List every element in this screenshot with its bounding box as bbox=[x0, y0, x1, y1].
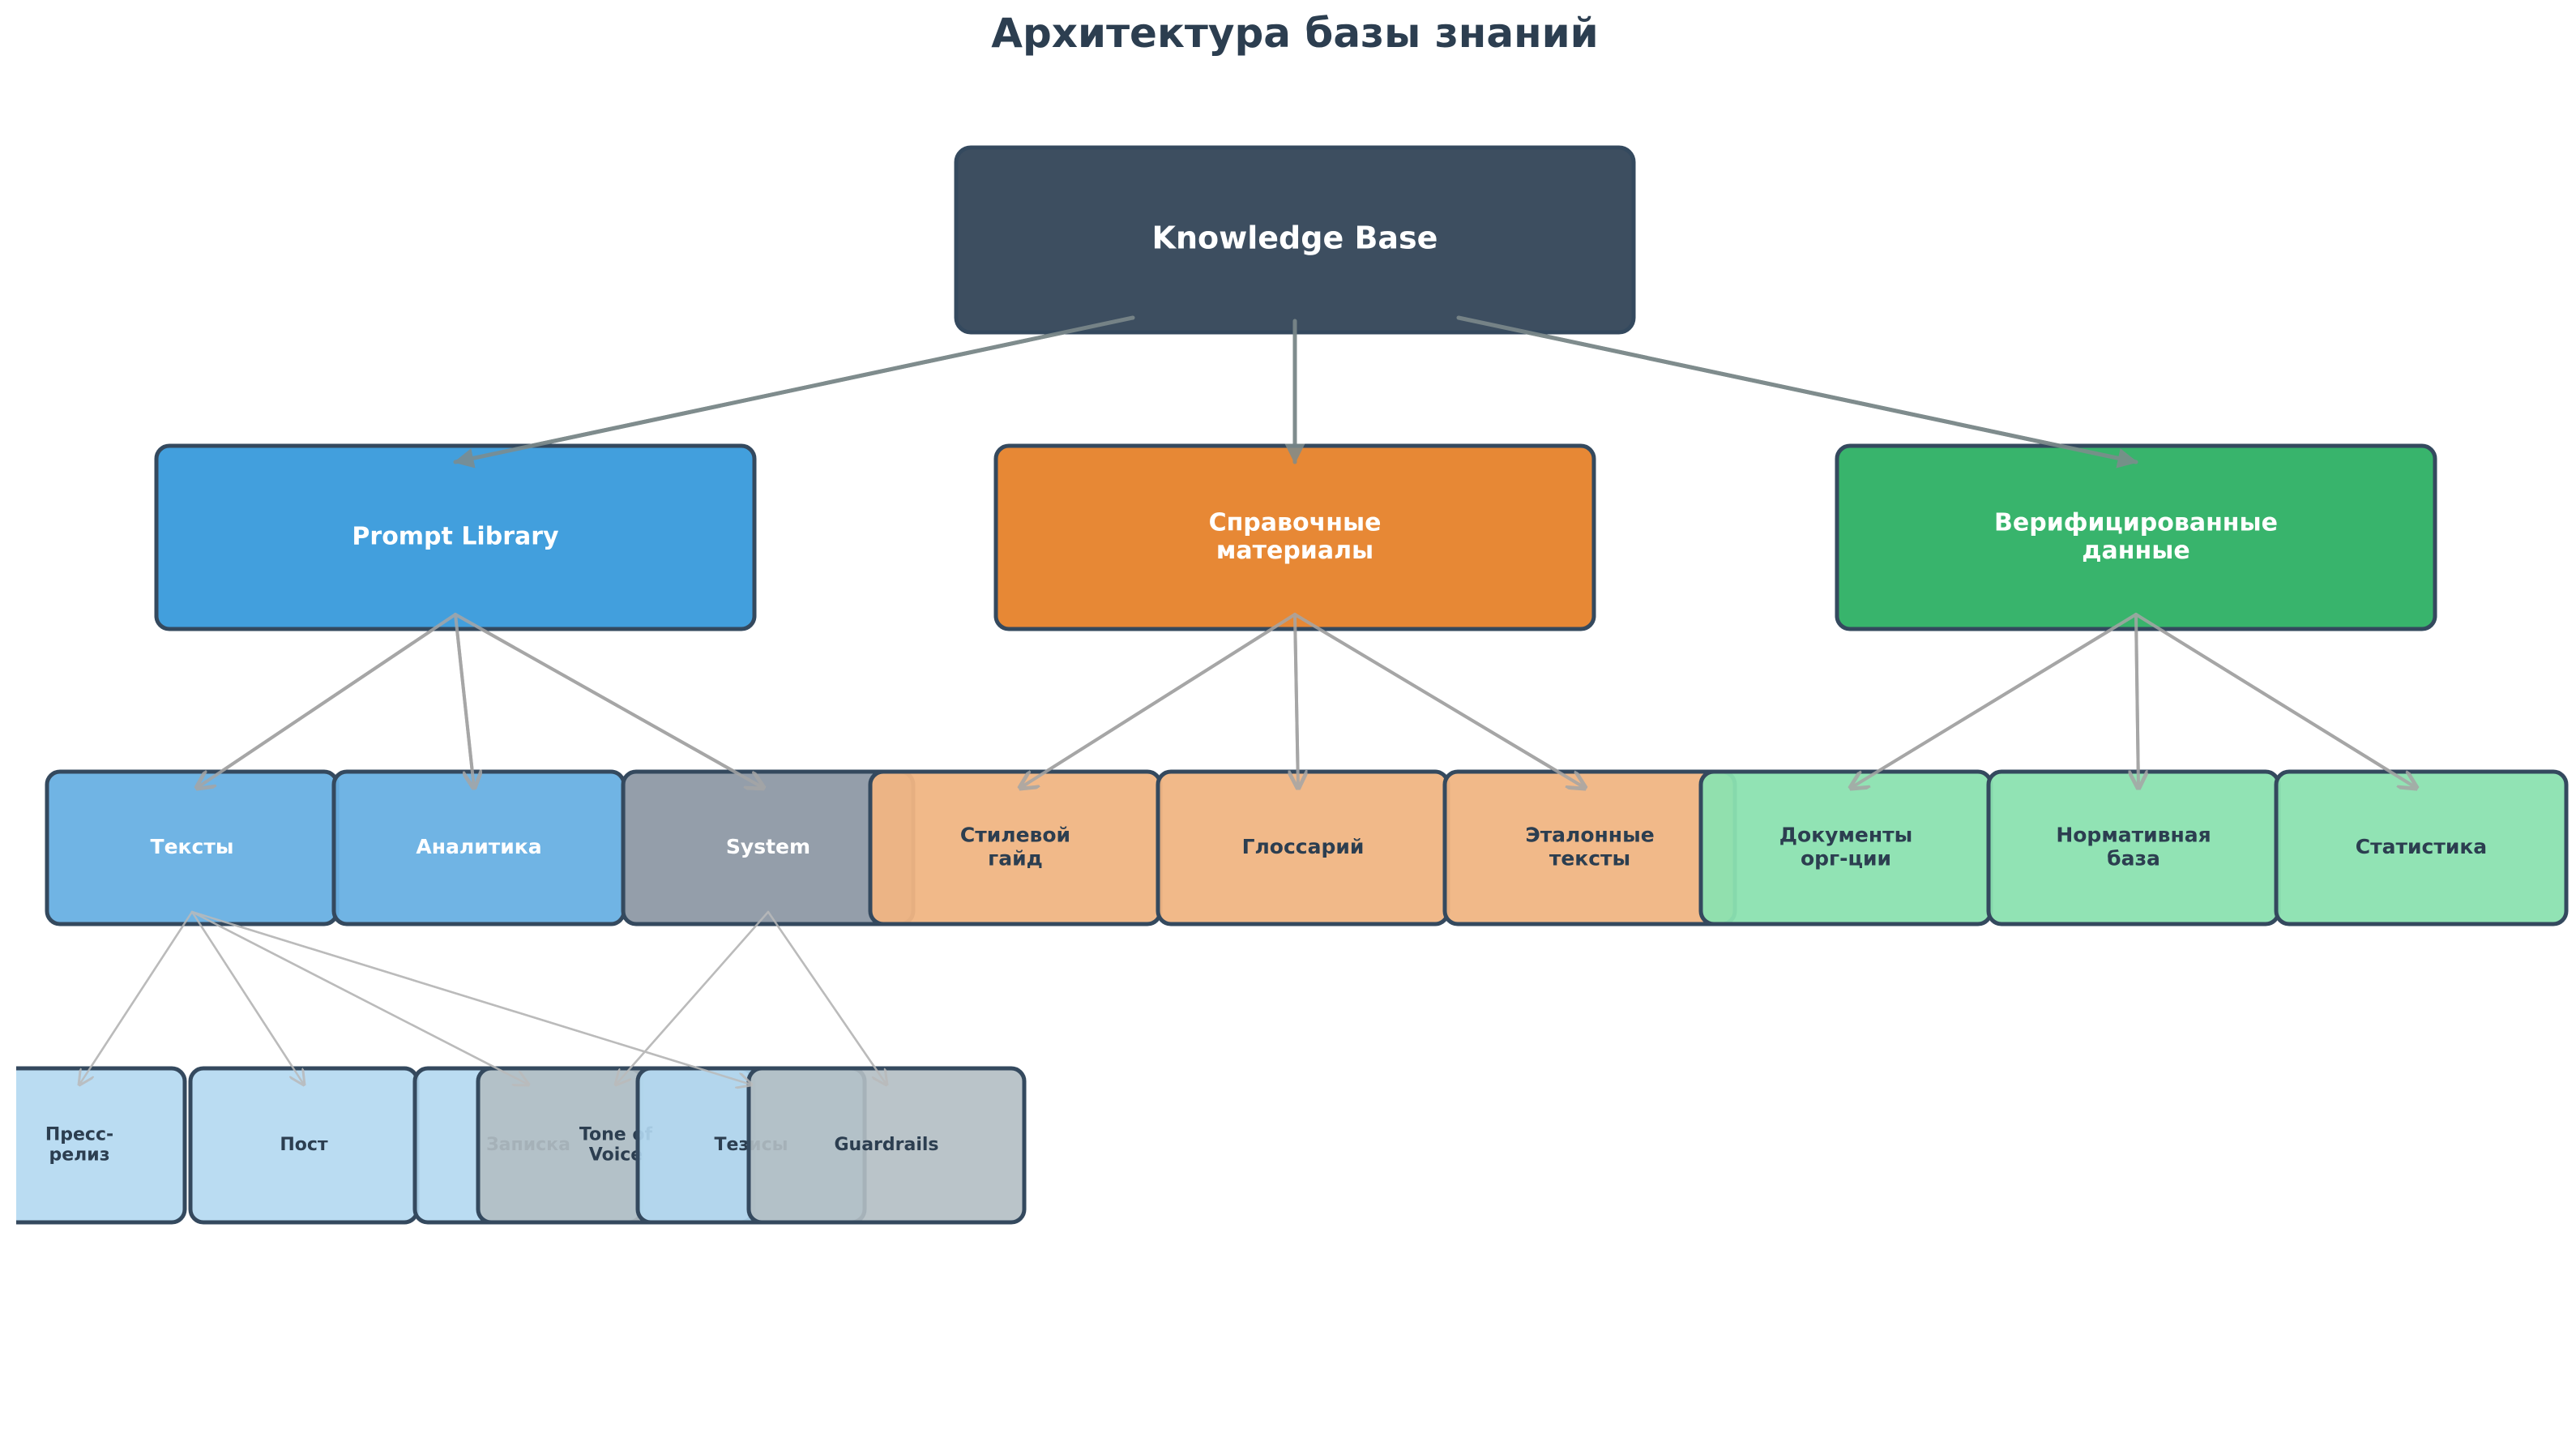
edge-verified-to-regulatory bbox=[2136, 613, 2138, 788]
node-label: Knowledge Base bbox=[1152, 220, 1438, 256]
node-label: база bbox=[2107, 846, 2160, 870]
edge-texts-to-post bbox=[190, 910, 304, 1085]
node-label: материалы bbox=[1216, 537, 1373, 565]
node-press-release[interactable]: Пресс-релиз bbox=[0, 1066, 187, 1225]
node-label: System bbox=[726, 835, 810, 858]
node-post[interactable]: Пост bbox=[188, 1066, 420, 1225]
edge-root-to-prompt-library bbox=[453, 315, 1135, 469]
edge-texts-to-press-release bbox=[79, 910, 194, 1085]
node-label: Справочные bbox=[1209, 508, 1382, 537]
edge-verified-to-statistics bbox=[2134, 613, 2416, 788]
edge-verified-to-org-docs bbox=[1851, 613, 2138, 788]
edges-layer bbox=[79, 315, 2416, 1085]
node-label: Нормативная bbox=[2056, 824, 2211, 847]
edge-texts-to-memo bbox=[190, 910, 528, 1085]
node-label: гайд bbox=[988, 846, 1043, 870]
edge-prompt-library-to-analytics bbox=[454, 613, 474, 788]
diagram-title: Архитектура базы знаний bbox=[991, 10, 1598, 57]
node-label: Voice bbox=[589, 1145, 643, 1166]
node-label: Prompt Library bbox=[352, 523, 559, 551]
node-label: орг-ции bbox=[1801, 846, 1891, 870]
edge-root-to-verified bbox=[1456, 315, 2138, 469]
node-label: Тексты bbox=[151, 835, 234, 858]
node-analytics[interactable]: Аналитика bbox=[331, 769, 626, 926]
node-system[interactable]: System bbox=[621, 769, 916, 926]
edge-system-to-guardrails bbox=[767, 910, 886, 1085]
node-label: Статистика bbox=[2356, 835, 2487, 858]
edge-prompt-library-to-system bbox=[454, 613, 763, 788]
edge-reference-to-style-guide bbox=[1020, 613, 1297, 788]
node-label: релиз bbox=[49, 1145, 110, 1166]
edge-system-to-tone-of-voice bbox=[616, 910, 770, 1085]
node-label: Стилевой bbox=[960, 824, 1070, 847]
node-label: Эталонные bbox=[1525, 824, 1654, 847]
node-label: Документы bbox=[1779, 824, 1912, 847]
node-label: Пресс- bbox=[45, 1124, 113, 1145]
node-label: Пост bbox=[280, 1135, 328, 1155]
node-kb[interactable]: Knowledge Base bbox=[954, 145, 1636, 335]
node-statistics[interactable]: Статистика bbox=[2274, 769, 2569, 926]
edges-overlay bbox=[79, 315, 2416, 1085]
node-label: Глоссарий bbox=[1242, 835, 1365, 858]
edge-reference-to-glossary bbox=[1295, 613, 1298, 788]
node-label: Guardrails bbox=[834, 1135, 938, 1155]
node-prompt-library[interactable]: Prompt Library bbox=[154, 443, 757, 631]
node-label: тексты bbox=[1549, 846, 1630, 870]
edge-prompt-library-to-texts bbox=[197, 613, 457, 788]
edge-reference-to-reference-texts bbox=[1293, 613, 1585, 788]
node-label: Верифицированные bbox=[1994, 508, 2278, 537]
node-label: Аналитика bbox=[416, 835, 541, 858]
node-guardrails[interactable]: Guardrails bbox=[746, 1066, 1027, 1225]
node-texts[interactable]: Тексты bbox=[45, 769, 340, 926]
edge-texts-to-theses bbox=[190, 910, 751, 1085]
node-glossary[interactable]: Глоссарий bbox=[1156, 769, 1450, 926]
node-label: данные bbox=[2082, 537, 2189, 565]
